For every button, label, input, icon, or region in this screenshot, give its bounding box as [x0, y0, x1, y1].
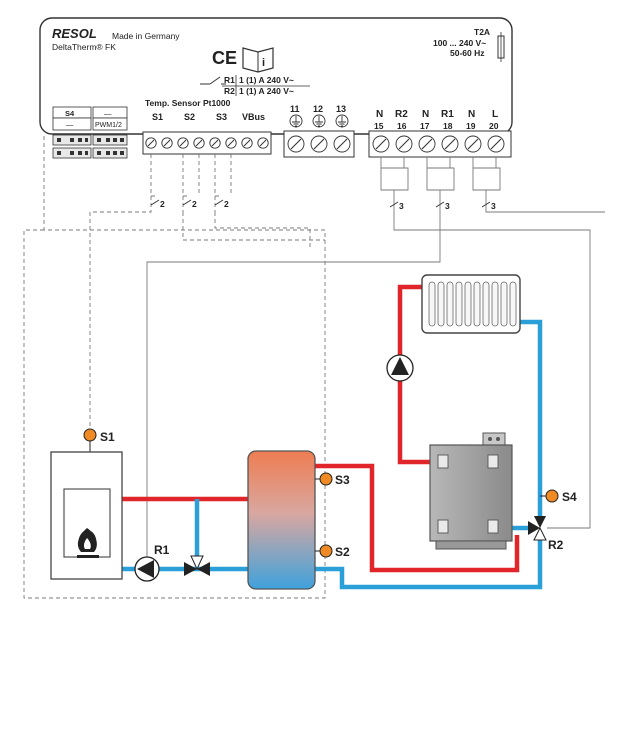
- relay-r2-label: R2: [224, 86, 235, 96]
- relay-r1-component-label: R1: [154, 543, 170, 557]
- sensor-s4-label: S4: [562, 490, 577, 504]
- s2-sensor-wire: [182, 154, 200, 212]
- terminal-l-letter: L: [492, 109, 498, 120]
- terminal-15-number: 15: [374, 121, 384, 131]
- terminal-s2-label: S2: [184, 112, 195, 122]
- flame-icon: [77, 528, 99, 558]
- sensor-header: Temp. Sensor Pt1000: [145, 98, 231, 108]
- s4-pwm-block: S4 — — PWM1/2: [52, 106, 128, 131]
- r2-power-wire: [380, 157, 591, 529]
- bypass-mixing-valve: [184, 555, 210, 576]
- terminal-r1-letter: R1: [441, 109, 454, 120]
- relay-r1-label: R1: [224, 75, 235, 85]
- power-terminal-labels: N R2 N R1 N L 15 16 17 18 19 20: [374, 109, 499, 131]
- terminal-s3-label: S3: [216, 112, 227, 122]
- svg-text:i: i: [262, 57, 265, 69]
- s1-sensor-wire: [89, 154, 158, 432]
- pwm-block-label: PWM1/2: [95, 122, 122, 129]
- wire-count-r2: 3: [399, 201, 404, 211]
- cold-pipe-tank-boiler: [315, 537, 543, 590]
- terminal-18-number: 18: [443, 121, 453, 131]
- mains-wire: [472, 157, 605, 213]
- wiring: [23, 136, 605, 599]
- s4-pwm-connectors: [52, 134, 128, 159]
- made-in-label: Made in Germany: [112, 31, 180, 41]
- brand-logo: RESOL: [52, 26, 97, 41]
- sensor-s2-label: S2: [335, 545, 350, 559]
- voltage-label: 100 ... 240 V~: [433, 38, 486, 48]
- terminal-16-number: 16: [397, 121, 407, 131]
- wire-count-s1: 2: [160, 199, 165, 209]
- ground-icons: [289, 114, 349, 128]
- terminal-20-number: 20: [489, 121, 499, 131]
- wire-count-marks: [150, 199, 491, 208]
- s4-wire-outer: [23, 136, 326, 599]
- sensor-s1: [83, 428, 97, 442]
- storage-tank: [247, 450, 316, 590]
- pwm-block-dash: —: [104, 109, 112, 118]
- wire-count-s3: 2: [224, 199, 229, 209]
- s4-block-label: S4: [65, 109, 75, 118]
- cold-pipe-radiator-return: [520, 319, 543, 518]
- frequency-label: 50-60 Hz: [450, 48, 485, 58]
- controller-housing: [39, 17, 513, 135]
- ground-terminal-block: [283, 130, 355, 158]
- info-book-icon: i: [242, 47, 274, 73]
- relay-r2-component-label: R2: [548, 538, 564, 552]
- terminal-13-label: 13: [336, 104, 346, 114]
- sensor-s2: [315, 544, 333, 558]
- sensor-s3: [315, 472, 333, 486]
- heating-pump: [386, 354, 414, 382]
- terminal-11-label: 11: [290, 104, 300, 114]
- r1-power-wire: [146, 157, 455, 570]
- terminal-vbus-label: VBus: [242, 112, 265, 122]
- solid-fuel-stove: [50, 451, 123, 580]
- terminal-17-number: 17: [420, 121, 430, 131]
- wire-count-r1: 3: [445, 201, 450, 211]
- terminal-n19-letter: N: [468, 109, 475, 120]
- sensor-s1-label: S1: [100, 430, 115, 444]
- controller: RESOL Made in Germany DeltaTherm® FK CE …: [39, 17, 513, 159]
- terminal-n15-letter: N: [376, 109, 383, 120]
- s3-sensor-wire: [214, 154, 232, 212]
- wire-count-mains: 3: [491, 201, 496, 211]
- power-terminal-block: [368, 130, 512, 158]
- r2-diverter-valve: [528, 516, 547, 541]
- sensor-s3-label: S3: [335, 473, 350, 487]
- fuse-label: T2A: [474, 27, 490, 37]
- sensor-terminal-block: [142, 131, 272, 155]
- relay-switch-icon: [200, 76, 226, 85]
- fuse-icon: [497, 32, 505, 62]
- terminal-s1-label: S1: [152, 112, 163, 122]
- s4-block-dash: —: [66, 120, 74, 129]
- relay-r2-rating: 1 (1) A 240 V~: [239, 86, 294, 96]
- s2-s3-tank-wire: [182, 212, 325, 248]
- terminal-r2-letter: R2: [395, 109, 408, 120]
- wire-count-s2: 2: [192, 199, 197, 209]
- auxiliary-boiler: [429, 432, 513, 550]
- sensor-s4: [540, 489, 559, 503]
- terminal-n17-letter: N: [422, 109, 429, 120]
- relay-r1-rating: 1 (1) A 240 V~: [239, 75, 294, 85]
- hot-pipe-tank-boiler: [315, 463, 520, 573]
- r1-pump: [134, 556, 160, 582]
- radiator: [421, 274, 521, 334]
- terminal-12-label: 12: [313, 104, 323, 114]
- model-label: DeltaTherm® FK: [52, 42, 116, 52]
- ce-mark: CE: [212, 48, 237, 68]
- terminal-19-number: 19: [466, 121, 476, 131]
